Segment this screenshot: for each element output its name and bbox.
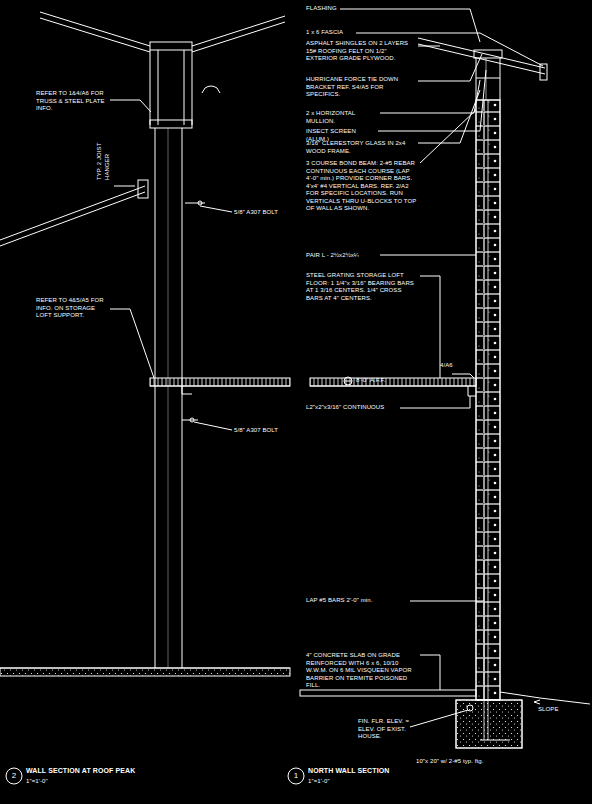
note-label: 4" CONCRETE SLAB ON GRADE REINFORCED WIT… <box>306 652 418 690</box>
callout-number: 2 <box>7 771 21 781</box>
note-label: 8'-0" A.F.F. <box>356 377 406 385</box>
roof-peak-section <box>0 12 290 676</box>
note-label: 1"=1'-0" <box>308 778 348 786</box>
note-label: 4/A6 <box>440 362 464 370</box>
callout-number: 1 <box>289 771 303 781</box>
note-label: 3 COURSE BOND BEAM: 2-#5 REBAR CONTINUOU… <box>306 160 418 213</box>
north-wall-section <box>288 9 590 784</box>
note-label: 5/8" A307 BOLT <box>234 209 294 217</box>
note-label: FLASHING <box>306 5 340 13</box>
section-title: NORTH WALL SECTION <box>308 767 428 776</box>
note-label: LAP #5 BARS 2'-0" min. <box>306 597 410 605</box>
note-label: 3/16" CLERESTORY GLASS IN 2x4 WOOD FRAME… <box>306 140 416 155</box>
note-label: HURRICANE FORCE TIE DOWN BRACKET REF. S4… <box>306 76 416 99</box>
note-label: TYP. 2 JOIST HANGER <box>96 120 111 180</box>
section-title: WALL SECTION AT ROOF PEAK <box>26 767 176 776</box>
note-label: L2"x2"x3/16" CONTINUOUS <box>306 404 398 412</box>
note-label: 1 x 6 FASCIA <box>306 29 356 37</box>
note-label: STEEL GRATING STORAGE LOFT FLOOR: 1 1/4"… <box>306 272 418 302</box>
note-label: REFER TO 4&5/A5 FOR INFO. ON STORAGE LOF… <box>36 297 110 320</box>
note-label: 10"x 20" w/ 2-#5 typ. ftg. <box>416 758 516 766</box>
note-label: PAIR L - 2½x2½x¼ <box>306 252 380 260</box>
detail-bubble <box>6 768 22 784</box>
note-label: 2 x HORIZONTAL MULLION. <box>306 110 380 125</box>
note-label: REFER TO 1&4/A6 FOR TRUSS & STEEL PLATE … <box>36 90 110 113</box>
note-label: 1"=1'-0" <box>26 778 66 786</box>
note-label: FIN. FLR. ELEV. = ELEV. OF EXIST. HOUSE. <box>358 718 410 741</box>
note-label: SLOPE <box>538 706 568 714</box>
note-label: 5/8" A307 BOLT <box>234 427 294 435</box>
note-label: ASPHALT SHINGLES ON 2 LAYERS 15# ROOFING… <box>306 40 416 63</box>
